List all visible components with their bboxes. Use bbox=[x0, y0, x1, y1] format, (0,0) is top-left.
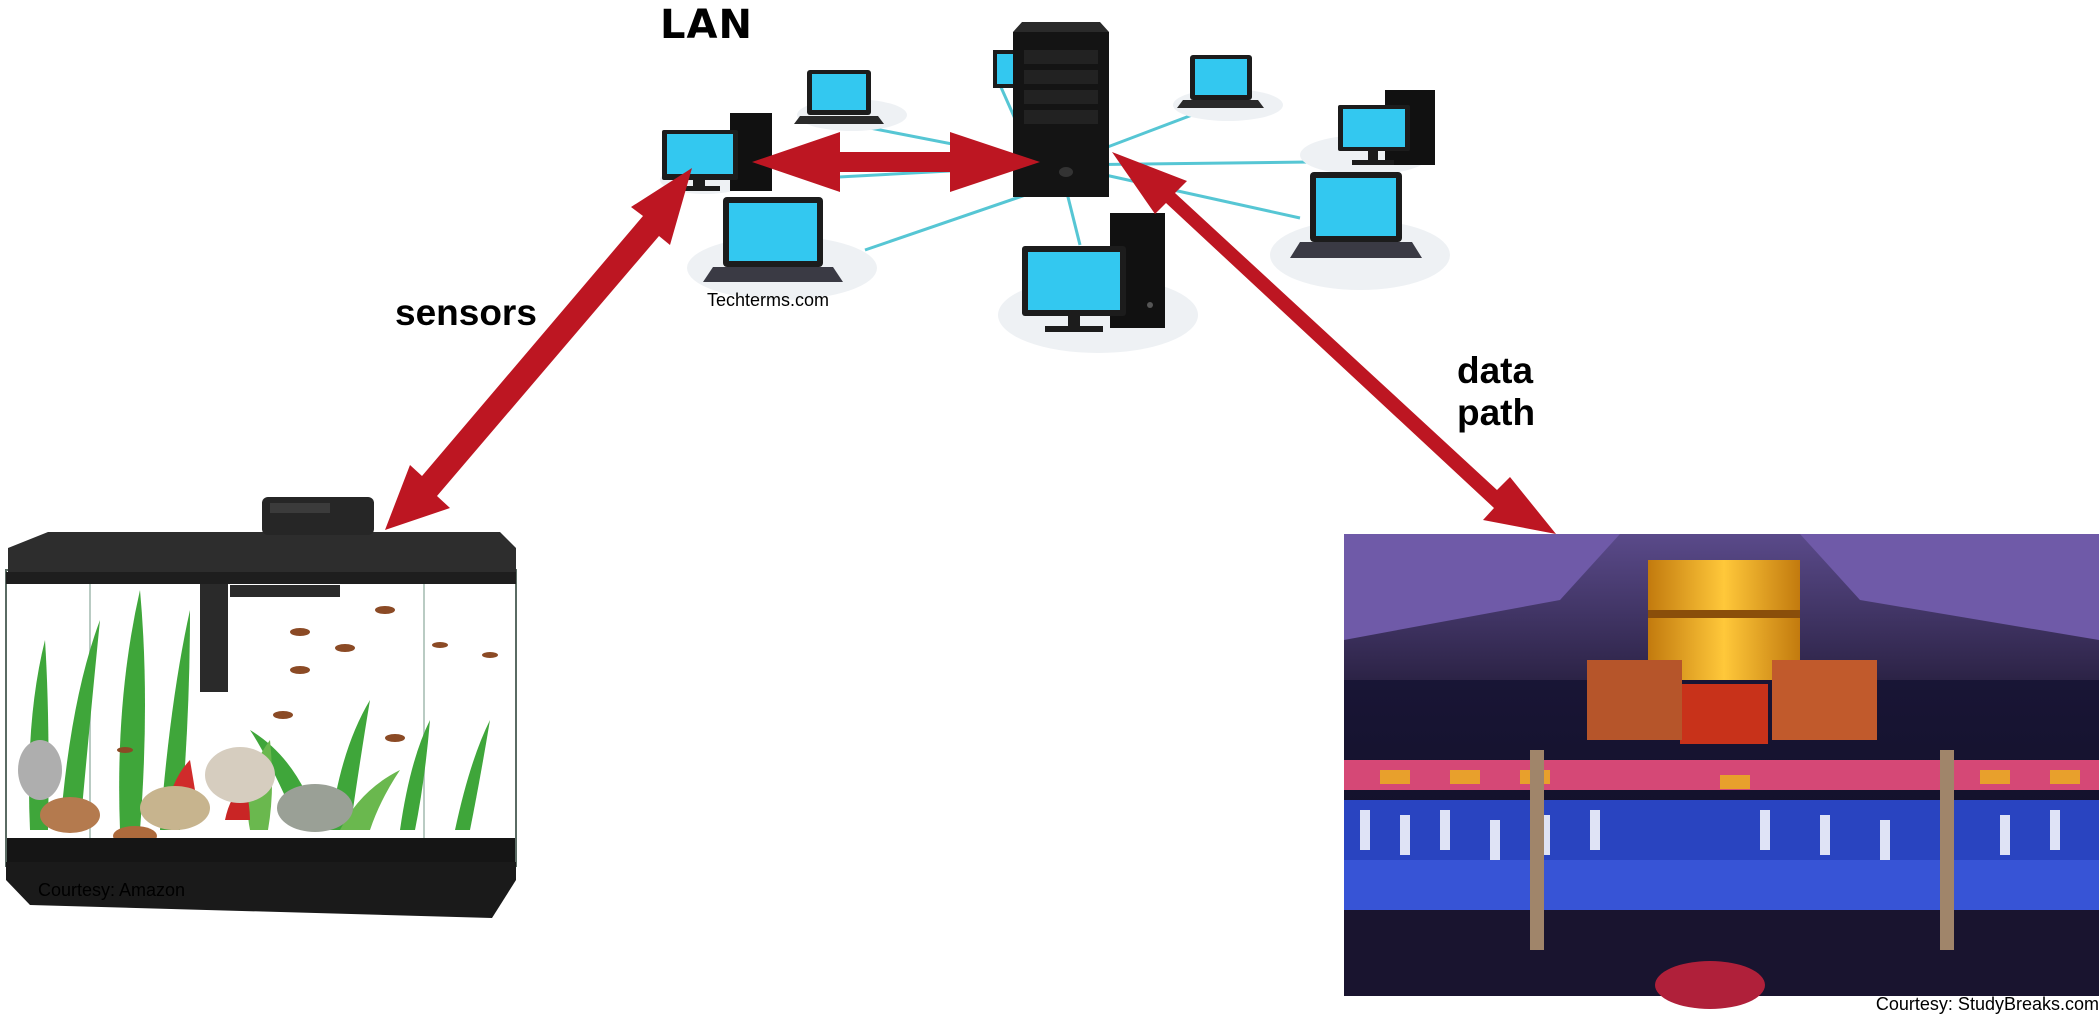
desktop-computer-icon bbox=[1022, 213, 1165, 332]
lan-network bbox=[660, 22, 1450, 353]
laptop-icon bbox=[1177, 55, 1264, 108]
desktop-computer-icon bbox=[662, 113, 772, 191]
arrow-lan-link bbox=[752, 132, 1040, 192]
techterms-credit: Techterms.com bbox=[707, 290, 830, 310]
data-path-label: data path bbox=[1457, 350, 1536, 433]
laptop-icon bbox=[794, 70, 884, 124]
laptop-icon bbox=[703, 197, 843, 282]
studybreaks-credit: Courtesy: StudyBreaks.com bbox=[1875, 994, 2099, 1014]
sensors-label: sensors bbox=[395, 292, 537, 333]
arrow-data-path bbox=[1112, 152, 1556, 534]
fish-tank-icon bbox=[5, 497, 517, 918]
server-tower-icon bbox=[1013, 22, 1109, 197]
arrow-sensors bbox=[385, 168, 692, 530]
laptop-icon bbox=[1290, 172, 1422, 258]
amazon-credit: Courtesy: Amazon bbox=[38, 880, 186, 900]
desktop-computer-icon bbox=[1338, 90, 1435, 165]
lan-title: LAN bbox=[660, 2, 753, 48]
casino-floor-photo bbox=[1344, 534, 2099, 1009]
